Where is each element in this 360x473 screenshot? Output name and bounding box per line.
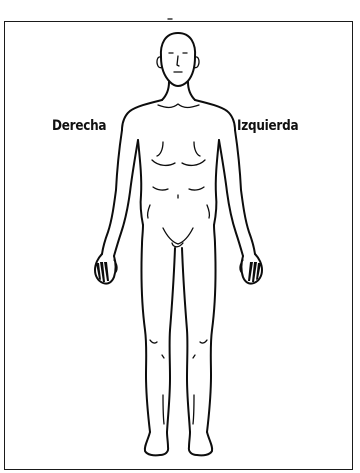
head xyxy=(157,33,199,86)
foot-left-side xyxy=(189,432,212,455)
torso xyxy=(138,140,219,225)
leg-left-side xyxy=(182,244,216,432)
hand-right-side xyxy=(95,254,117,284)
leg-right-side xyxy=(141,244,175,432)
arm-right-side xyxy=(102,130,138,256)
shoulders xyxy=(122,100,235,130)
neck xyxy=(162,82,195,100)
arm-left-side xyxy=(219,130,255,256)
pelvis xyxy=(142,225,215,247)
hand-left-side xyxy=(240,254,262,284)
foot-right-side xyxy=(145,432,168,455)
